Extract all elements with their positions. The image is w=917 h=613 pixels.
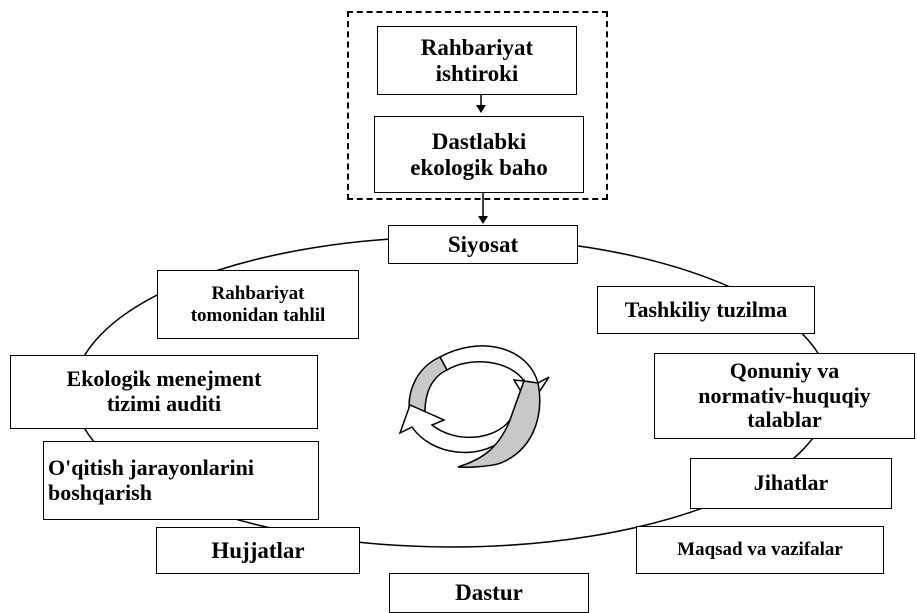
box-management-review-label: Rahbariyat tomonidan tahlil <box>190 283 326 326</box>
box-leadership-involvement-label: Rahbariyat ishtiroki <box>420 34 534 86</box>
box-initial-environmental-review: Dastlabki ekologik baho <box>374 116 584 193</box>
box-org-structure: Tashkiliy tuzilma <box>597 286 815 334</box>
cycle-arrows-icon <box>398 345 550 468</box>
box-documents-label: Hujjatlar <box>211 537 305 563</box>
box-leadership-involvement: Rahbariyat ishtiroki <box>377 26 577 95</box>
box-org-structure-label: Tashkiliy tuzilma <box>624 296 788 322</box>
box-legal-requirements-label: Qonuniy va normativ-huquqiy talablar <box>698 358 871 433</box>
box-policy-label: Siyosat <box>447 231 519 257</box>
box-objectives-label: Maqsad va vazifalar <box>677 539 843 561</box>
box-audit: Ekologik menejment tizimi auditi <box>10 355 318 429</box>
box-aspects-label: Jihatlar <box>753 470 829 496</box>
box-aspects: Jihatlar <box>690 458 892 509</box>
initial-steps-group <box>347 11 608 200</box>
box-legal-requirements: Qonuniy va normativ-huquqiy talablar <box>654 353 915 439</box>
box-documents: Hujjatlar <box>156 527 360 574</box>
box-program-label: Dastur <box>455 580 523 605</box>
box-policy: Siyosat <box>388 225 578 264</box>
box-initial-environmental-review-label: Dastlabki ekologik baho <box>410 128 548 180</box>
box-objectives: Maqsad va vazifalar <box>636 526 884 574</box>
box-audit-label: Ekologik menejment tizimi auditi <box>66 366 262 416</box>
box-program: Dastur <box>389 573 589 613</box>
box-training: O'qitish jarayonlarini boshqarish <box>43 441 319 520</box>
box-management-review: Rahbariyat tomonidan tahlil <box>157 270 359 339</box>
box-training-label: O'qitish jarayonlarini boshqarish <box>48 454 254 505</box>
